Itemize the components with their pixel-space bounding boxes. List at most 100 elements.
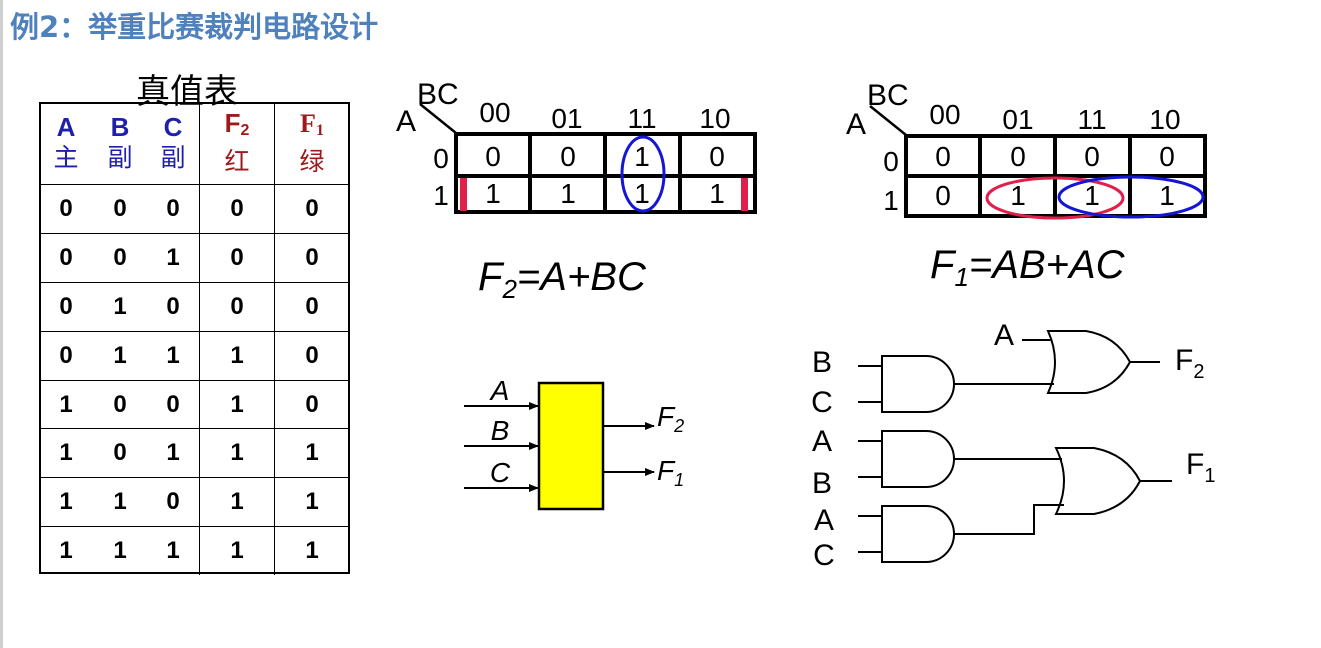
kmap-f1-row-label: 1 (883, 185, 899, 216)
circuit-input-label: A (814, 504, 834, 537)
logic-circuit (858, 330, 1172, 563)
kmap-f2-cell: 0 (709, 141, 725, 172)
header-a-role: 主 (53, 143, 79, 172)
table-cell: 1 (147, 428, 200, 478)
table-cell: 0 (93, 184, 147, 234)
kmap-f1-row-var: A (846, 108, 866, 141)
table-cell: 1 (199, 477, 275, 527)
equation-f1: F1=AB+AC (930, 243, 1126, 292)
left-border (0, 0, 3, 648)
block-output-f2-name: F (657, 401, 676, 432)
circuit-output-f2: F2 (1175, 344, 1204, 383)
block-input-label: C (490, 457, 511, 488)
table-cell: 0 (274, 232, 349, 283)
kmap-f2-cell: 1 (560, 178, 576, 209)
kmap-f1-corner-line (869, 105, 907, 136)
header-f2: F2 红 (199, 102, 275, 185)
kmap-f2-col-var: BC (417, 78, 459, 111)
truth-table-border (39, 102, 350, 574)
table-cell: 1 (199, 379, 275, 429)
table-cell: 0 (147, 281, 200, 332)
and-gate-3 (881, 505, 955, 563)
header-f2-sub: 2 (240, 122, 250, 139)
header-c-var: C (163, 112, 183, 142)
equation-f2: F2=A+BC (478, 255, 647, 304)
table-cell: 0 (147, 379, 200, 429)
equation-f2-sub: 2 (501, 274, 517, 304)
table-cell: 0 (199, 232, 275, 283)
block-input-label: B (491, 415, 510, 446)
header-b-var: B (110, 112, 130, 142)
table-cell: 0 (274, 184, 349, 234)
table-cell: 0 (147, 184, 200, 234)
equation-f1-sub: 1 (954, 262, 968, 292)
table-cell: 0 (147, 477, 200, 527)
kmap-f2-loop-a-right (741, 178, 748, 211)
kmap-f1: BC A 00 01 11 10 0 1 0 0 0 0 0 1 1 1 F1=… (846, 79, 1207, 292)
table-cell: 1 (199, 526, 275, 576)
kmap-f1-cell: 1 (1084, 180, 1100, 211)
kmap-f1-cell: 1 (1159, 180, 1175, 211)
table-cell: 1 (199, 330, 275, 381)
table-cell: 1 (39, 379, 93, 429)
kmap-f2-loop-a-left (460, 178, 467, 211)
header-c: C 副 (147, 102, 200, 185)
table-cell: 1 (39, 428, 93, 478)
circuit-input-label: A (812, 425, 832, 458)
kmap-f2-cell: 0 (485, 141, 501, 172)
table-cell: 0 (39, 232, 93, 283)
block-output-f1: F1 (657, 455, 684, 490)
table-cell: 1 (39, 477, 93, 527)
header-a: A 主 (39, 102, 93, 185)
circuit-input-label: C (813, 539, 835, 572)
kmap-f2-cell: 1 (485, 178, 501, 209)
header-f1-var: F1 (275, 109, 349, 146)
header-f2-var: F2 (200, 108, 274, 146)
kmap-f1-col-label: 11 (1077, 104, 1106, 135)
kmap-f2-col-label: 10 (699, 103, 730, 134)
circuit-output-f1: F1 (1186, 448, 1215, 487)
circuit-input-label: B (812, 346, 832, 379)
equation-f1-lhs: F (930, 243, 957, 287)
kmap-f1-cell: 0 (1084, 141, 1100, 172)
table-cell: 1 (274, 477, 349, 527)
table-cell: 1 (39, 526, 93, 576)
equation-f2-rhs: =A+BC (517, 255, 647, 299)
circuit-labels: B C A A B A C F2 F1 (811, 319, 1215, 572)
or-gate-2 (1054, 447, 1142, 515)
kmap-f1-loop-ab (985, 176, 1125, 220)
block-input-label: A (489, 375, 510, 406)
header-a-var: A (56, 112, 76, 142)
header-f2-letter: F (224, 108, 241, 138)
kmap-f2-cell: 1 (709, 178, 725, 209)
equation-f1-rhs: =AB+AC (969, 243, 1126, 287)
block-output-f2-sub: 2 (673, 416, 684, 436)
kmap-f1-row-label: 0 (883, 146, 899, 177)
and-gate-1 (881, 355, 955, 413)
kmap-f2-cell: 0 (560, 141, 576, 172)
kmap-f2-col-label: 00 (479, 97, 510, 128)
circuit-output-f2-sub: 2 (1193, 361, 1204, 383)
header-b-role: 副 (107, 143, 133, 172)
block-output-f1-sub: 1 (674, 470, 684, 490)
kmap-f1-col-label: 00 (929, 99, 960, 130)
table-cell: 0 (93, 379, 147, 429)
kmap-f2-corner-line (419, 103, 457, 134)
kmap-f1-cell: 1 (1010, 180, 1026, 211)
table-cell: 1 (274, 428, 349, 478)
circuit-output-f1-name: F (1186, 448, 1204, 481)
header-b: B 副 (93, 102, 147, 185)
table-cell: 1 (147, 526, 200, 576)
table-cell: 1 (274, 526, 349, 576)
header-f1: F1 绿 (275, 102, 350, 185)
kmap-f1-cell: 0 (935, 141, 951, 172)
kmap-f1-cell: 0 (1159, 141, 1175, 172)
circuit-output-f1-sub: 1 (1204, 465, 1215, 487)
